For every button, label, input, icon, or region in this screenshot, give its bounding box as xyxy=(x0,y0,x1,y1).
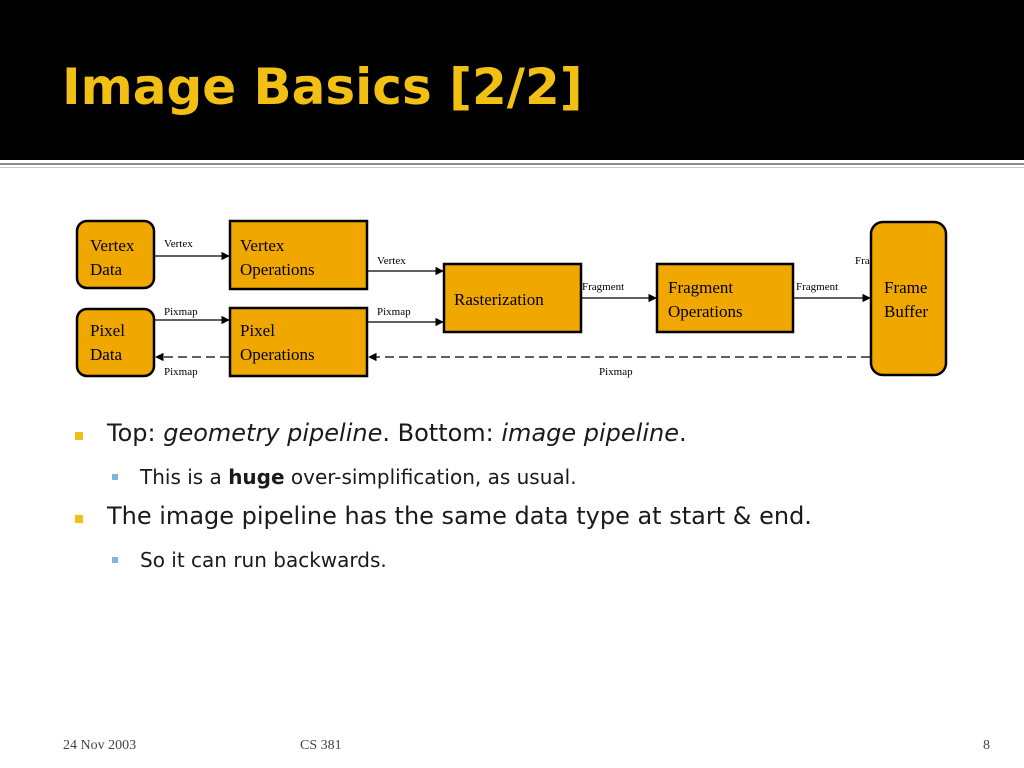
sub-bullet-marker xyxy=(112,557,118,563)
edge-label: Fragment xyxy=(796,281,838,293)
footer-page-number: 8 xyxy=(983,738,990,753)
bullet-1-em2: image pipeline xyxy=(501,419,679,447)
vertex-data-label-1: Vertex xyxy=(90,236,135,255)
pixel-ops-label-2: Operations xyxy=(240,345,315,364)
pipeline-diagram: Vertex Data Pixel Data Vertex Operations… xyxy=(75,219,948,378)
vertex-operations-box: Vertex Operations xyxy=(228,219,369,291)
edge-top-partial-label: Fra xyxy=(855,255,870,267)
edge-rasterization-to-fragment-ops: Fragment xyxy=(582,281,657,303)
bullet-1-1-prefix: This is a xyxy=(140,465,229,489)
vertex-data-box: Vertex Data xyxy=(75,219,156,290)
edge-vertex-data-to-vertex-ops: Vertex xyxy=(155,238,230,261)
edge-label: Pixmap xyxy=(599,366,633,378)
bullet-1-prefix: Top: xyxy=(107,419,164,447)
fragment-ops-label-2: Operations xyxy=(668,302,743,321)
bullet-1-1: This is a huge over-simplification, as u… xyxy=(140,465,577,489)
edge-vertex-ops-to-rasterization: Vertex xyxy=(368,255,444,276)
bullet-1-mid: . Bottom: xyxy=(382,419,502,447)
edge-label: Vertex xyxy=(164,238,193,250)
edge-pixel-data-to-pixel-ops: Pixmap xyxy=(155,306,230,325)
sub-bullet-marker xyxy=(112,474,118,480)
vertex-data-label-2: Data xyxy=(90,260,123,279)
edge-pixel-ops-to-pixel-data: Pixmap xyxy=(155,352,229,378)
bullet-marker xyxy=(75,432,83,440)
edge-label: Vertex xyxy=(377,255,406,267)
edge-frame-buffer-to-pixel-ops: Pixmap xyxy=(368,352,870,378)
frame-buffer-box: Frame Buffer xyxy=(869,220,948,377)
bullet-1-em1: geometry pipeline xyxy=(163,419,383,447)
frame-buffer-label-1: Frame xyxy=(884,278,927,297)
pixel-data-box: Pixel Data xyxy=(75,307,156,378)
edge-pixel-ops-to-rasterization: Pixmap xyxy=(368,306,444,327)
edge-label: Fra xyxy=(855,255,870,267)
title-divider xyxy=(0,163,1024,165)
pixel-ops-label-1: Pixel xyxy=(240,321,275,340)
edge-label: Pixmap xyxy=(164,306,198,318)
edge-label: Fragment xyxy=(582,281,624,293)
title-divider-thin xyxy=(0,167,1024,168)
edge-label: Pixmap xyxy=(164,366,198,378)
vertex-ops-label-2: Operations xyxy=(240,260,315,279)
fragment-ops-label-1: Fragment xyxy=(668,278,733,297)
bullet-1: Top: geometry pipeline. Bottom: image pi… xyxy=(107,419,687,447)
bullet-2: The image pipeline has the same data typ… xyxy=(107,502,812,530)
footer-date: 24 Nov 2003 xyxy=(63,738,137,753)
footer-course: CS 381 xyxy=(300,738,342,753)
rasterization-box: Rasterization xyxy=(442,262,583,334)
bullet-1-1-strong: huge xyxy=(228,465,285,489)
bullet-2-1: So it can run backwards. xyxy=(140,548,387,572)
vertex-ops-label-1: Vertex xyxy=(240,236,285,255)
slide-title: Image Basics [2/2] xyxy=(62,58,583,116)
bullet-1-suffix: . xyxy=(679,419,687,447)
pixel-data-label-2: Data xyxy=(90,345,123,364)
edge-fragment-ops-to-frame-buffer: Fragment xyxy=(794,281,871,303)
fragment-operations-box: Fragment Operations xyxy=(655,262,795,334)
title-bar: Image Basics [2/2] xyxy=(0,0,1024,160)
rasterization-label: Rasterization xyxy=(454,290,544,309)
frame-buffer-label-2: Buffer xyxy=(884,302,928,321)
bullet-1-1-suffix: over-simplification, as usual. xyxy=(284,465,577,489)
bullet-marker xyxy=(75,515,83,523)
pixel-operations-box: Pixel Operations xyxy=(228,306,369,378)
edge-label: Pixmap xyxy=(377,306,411,318)
pixel-data-label-1: Pixel xyxy=(90,321,125,340)
